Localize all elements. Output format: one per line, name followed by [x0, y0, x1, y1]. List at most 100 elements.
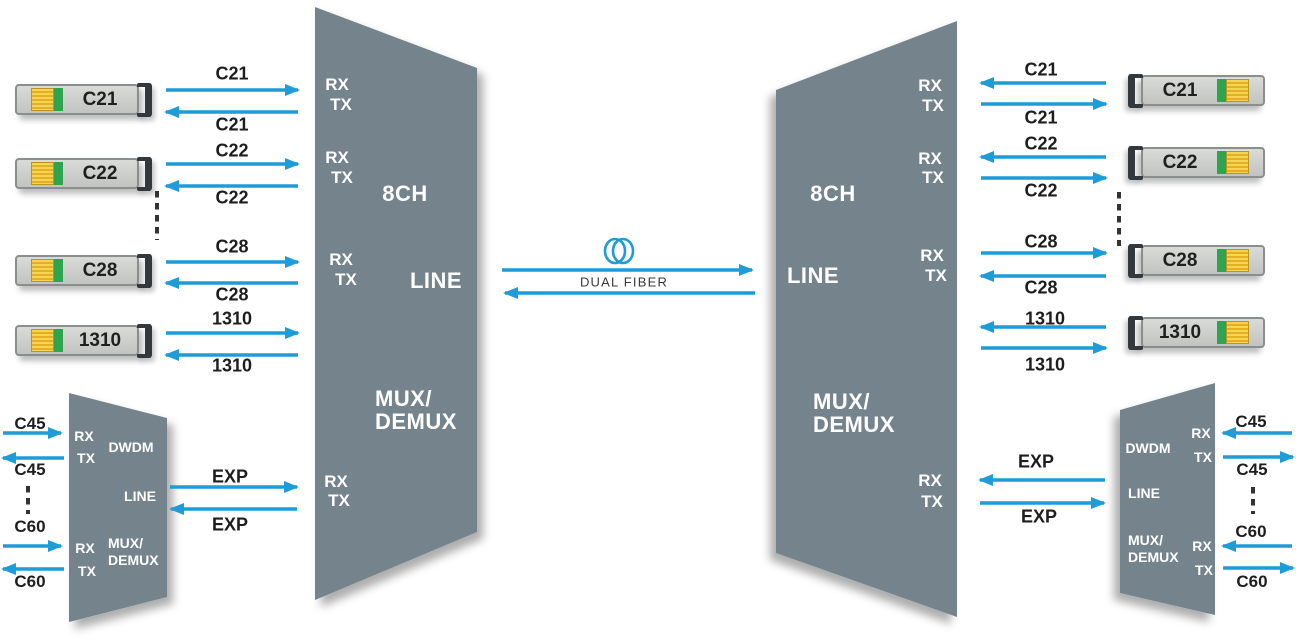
fiber-connector-icon — [1226, 249, 1249, 272]
mux-label-line2: DEMUX — [813, 412, 895, 437]
transceiver-module-c22: C22 — [1128, 146, 1265, 180]
channel-label: 1310 — [211, 355, 253, 376]
fiber-connector-icon — [31, 259, 54, 282]
channel-label: C60 — [14, 572, 46, 591]
transceiver-body: C21 — [15, 84, 139, 115]
transceiver-module-1310: 1310 — [1128, 316, 1265, 350]
rx-port-label: RX — [75, 540, 95, 556]
fiber-connector-icon — [31, 88, 54, 111]
fiber-connector-icon — [1226, 151, 1249, 174]
mux-label-line1: MUX/ — [813, 389, 870, 414]
mux-demux-8ch-left-shape — [315, 7, 477, 600]
transceiver-body: C22 — [15, 158, 139, 189]
module-clip — [137, 254, 152, 288]
fiber-connector-icon — [31, 162, 54, 185]
module-clip — [137, 83, 152, 117]
fiber-connector-icon — [1226, 79, 1249, 102]
device-capacity-label: 8CH — [382, 181, 428, 206]
channel-label: C28 — [1024, 231, 1058, 252]
mux-label-line1: MUX/ — [375, 386, 432, 411]
exp-label: EXP — [1017, 451, 1055, 472]
mux-label-line1: MUX/ — [108, 535, 143, 551]
tx-port-label: TX — [335, 270, 357, 289]
transceiver-label: C21 — [82, 88, 118, 110]
tx-port-label: TX — [328, 491, 350, 510]
connector-latch — [54, 259, 63, 282]
tx-port-label: TX — [330, 95, 352, 114]
mux-label-line2: DEMUX — [1128, 549, 1179, 565]
channel-label: C22 — [215, 187, 249, 208]
module-clip — [137, 324, 152, 358]
line-port-label: LINE — [409, 268, 463, 293]
channel-label: C45 — [14, 414, 46, 433]
device-type-label: DWDM — [108, 439, 154, 455]
connector-latch — [1217, 151, 1226, 174]
rx-port-label: RX — [325, 148, 349, 167]
transceiver-module-1310: 1310 — [15, 324, 152, 358]
tx-port-label: TX — [77, 450, 95, 466]
transceiver-label: C28 — [82, 259, 118, 281]
module-clip — [1128, 316, 1143, 350]
module-clip — [1128, 74, 1143, 108]
channel-label: 1310 — [211, 308, 253, 329]
line-port-label: LINE — [1128, 485, 1160, 501]
fiber-coil-icon — [611, 237, 635, 265]
connector-latch — [1217, 249, 1226, 272]
exp-label: EXP — [211, 466, 249, 487]
line-port-label: LINE — [124, 488, 156, 504]
dual-fiber-label: DUAL FIBER — [579, 274, 669, 290]
channel-label: C45 — [1235, 412, 1267, 431]
channel-label: 1310 — [1024, 308, 1066, 329]
transceiver-label: 1310 — [78, 329, 122, 351]
rx-port-label: RX — [329, 250, 353, 269]
transceiver-body: C28 — [1141, 245, 1265, 276]
channel-label: C60 — [1236, 572, 1268, 591]
tx-port-label: TX — [1194, 449, 1212, 465]
transceiver-body: C21 — [1141, 75, 1265, 106]
transceiver-label: C22 — [1162, 151, 1198, 173]
channel-label: 1310 — [1024, 354, 1066, 375]
channel-label: C21 — [1024, 107, 1058, 128]
fiber-coil-icon — [603, 237, 627, 265]
channel-label: C21 — [215, 114, 249, 135]
device-type-label: MUX/ DEMUX — [375, 387, 457, 433]
channel-label: C28 — [1024, 277, 1058, 298]
device-type-label: DWDM — [1125, 440, 1171, 456]
rx-port-label: RX — [918, 149, 942, 168]
transceiver-label: 1310 — [1158, 321, 1202, 343]
channel-label: C45 — [14, 460, 46, 479]
connector-latch — [54, 162, 63, 185]
device-function-label: MUX/ DEMUX — [1128, 532, 1179, 566]
rx-port-label: RX — [324, 472, 348, 491]
channel-label: C21 — [1024, 59, 1058, 80]
mux-label-line2: DEMUX — [375, 409, 457, 434]
channel-label: C22 — [1024, 133, 1058, 154]
line-port-label: LINE — [786, 263, 840, 288]
tx-port-label: TX — [1195, 562, 1213, 578]
module-clip — [1128, 244, 1143, 278]
rx-port-label: RX — [920, 246, 944, 265]
fiber-connector-icon — [31, 329, 54, 352]
connector-latch — [54, 88, 63, 111]
tx-port-label: TX — [331, 168, 353, 187]
channel-label: C45 — [1236, 460, 1268, 479]
fiber-connector-icon — [1226, 321, 1249, 344]
dwdm-expander-left-shape — [69, 393, 167, 622]
rx-port-label: RX — [325, 75, 349, 94]
mux-label-line2: DEMUX — [108, 552, 159, 568]
mux-label-line1: MUX/ — [1128, 532, 1163, 548]
transceiver-module-c22: C22 — [15, 157, 152, 191]
rx-port-label: RX — [1191, 425, 1211, 441]
exp-label: EXP — [1020, 506, 1058, 527]
transceiver-body: C28 — [15, 255, 139, 286]
channel-label: C22 — [1024, 180, 1058, 201]
tx-port-label: TX — [921, 492, 943, 511]
rx-port-label: RX — [1192, 538, 1212, 554]
device-capacity-label: 8CH — [810, 181, 856, 206]
transceiver-module-c28: C28 — [1128, 244, 1265, 278]
exp-label: EXP — [211, 514, 249, 535]
transceiver-body: 1310 — [1141, 317, 1265, 348]
tx-port-label: TX — [78, 563, 96, 579]
transceiver-label: C28 — [1162, 249, 1198, 271]
